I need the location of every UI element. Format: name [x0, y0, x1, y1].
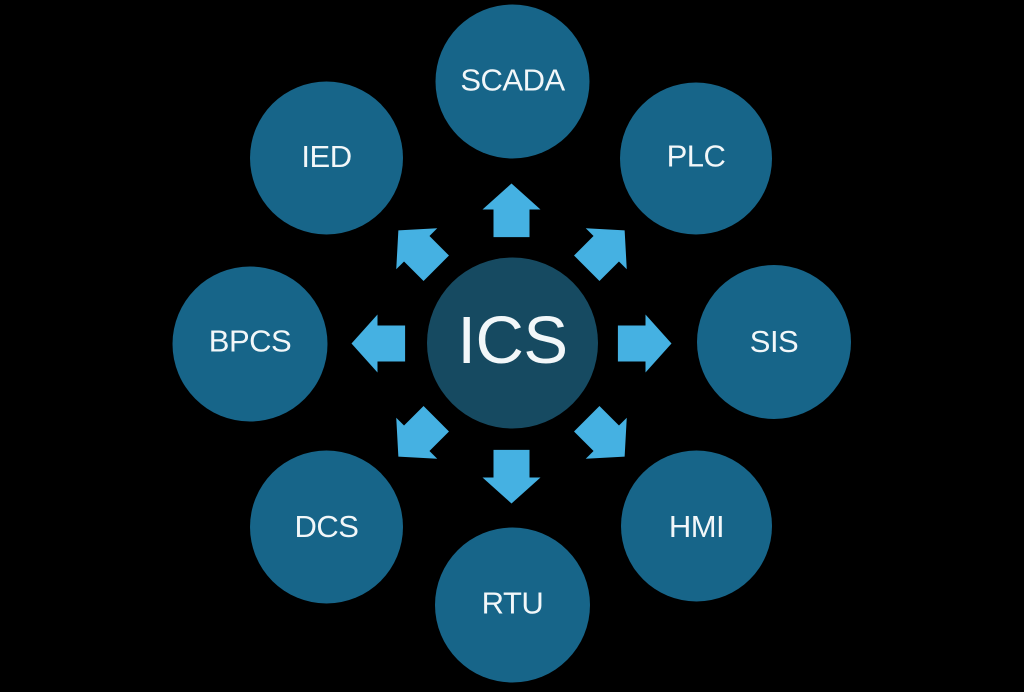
svg-text:SIS: SIS [750, 324, 798, 359]
svg-text:BPCS: BPCS [209, 324, 291, 359]
svg-text:DCS: DCS [295, 509, 359, 544]
svg-text:IED: IED [301, 139, 351, 174]
svg-text:SCADA: SCADA [460, 63, 565, 98]
svg-text:RTU: RTU [482, 586, 544, 621]
svg-text:PLC: PLC [667, 139, 726, 174]
svg-text:ICS: ICS [457, 303, 567, 378]
svg-text:HMI: HMI [669, 509, 724, 544]
